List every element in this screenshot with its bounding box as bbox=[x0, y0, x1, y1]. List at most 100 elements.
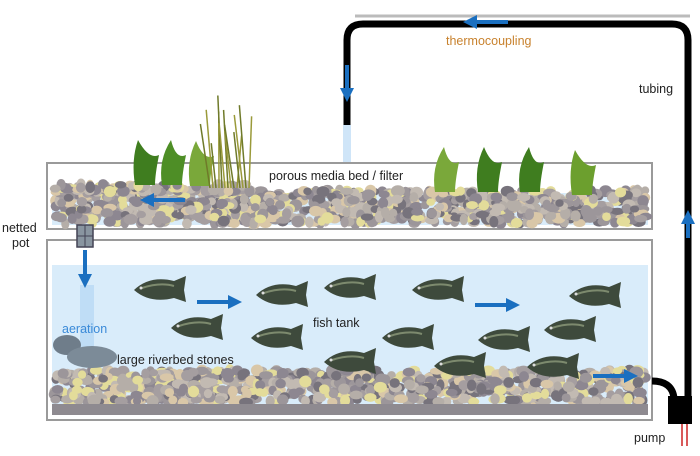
pebble bbox=[438, 190, 449, 198]
fish-icon bbox=[251, 324, 303, 350]
reed-plant bbox=[233, 131, 241, 189]
pebble bbox=[116, 383, 127, 393]
pebble bbox=[620, 379, 632, 387]
flow-arrow-icon bbox=[475, 298, 520, 312]
pebble bbox=[114, 181, 127, 189]
pebble bbox=[426, 198, 436, 206]
plant-icon bbox=[133, 140, 159, 185]
pebble bbox=[187, 385, 200, 398]
pebble bbox=[588, 193, 598, 204]
pebble bbox=[328, 389, 339, 399]
pebble bbox=[200, 377, 214, 389]
pebble bbox=[459, 213, 468, 226]
pebble bbox=[506, 192, 519, 201]
pebble bbox=[355, 378, 364, 387]
pebble bbox=[268, 205, 278, 216]
pebble bbox=[581, 396, 594, 406]
pebble bbox=[214, 395, 226, 404]
pebble bbox=[415, 385, 429, 394]
fish-icon bbox=[527, 353, 579, 379]
pebble bbox=[602, 212, 611, 222]
pebble bbox=[274, 200, 286, 210]
pebble bbox=[503, 377, 514, 388]
pebble bbox=[457, 393, 471, 404]
pebble bbox=[77, 370, 87, 379]
pebble bbox=[168, 395, 178, 405]
pebble bbox=[116, 375, 127, 385]
pebble bbox=[237, 372, 246, 381]
pebble bbox=[362, 192, 373, 202]
pebble bbox=[200, 183, 211, 195]
pebble bbox=[300, 395, 310, 407]
pebble bbox=[89, 366, 103, 375]
pebble bbox=[250, 203, 260, 212]
fish-icon bbox=[412, 276, 464, 302]
pebble bbox=[633, 396, 645, 405]
pebble bbox=[458, 380, 470, 391]
plant-icon bbox=[519, 147, 544, 192]
pebble bbox=[75, 182, 86, 193]
pebble bbox=[380, 206, 390, 219]
pebble bbox=[340, 187, 354, 195]
plants bbox=[133, 95, 596, 195]
reed-plant bbox=[233, 114, 244, 189]
pebble bbox=[84, 214, 99, 225]
pebble bbox=[491, 203, 506, 212]
pebble bbox=[152, 215, 163, 227]
pebble bbox=[561, 393, 571, 403]
pebble bbox=[550, 390, 561, 401]
pebble bbox=[623, 392, 633, 405]
pump-icon bbox=[668, 396, 692, 446]
pebble bbox=[141, 368, 150, 379]
pebble bbox=[51, 212, 65, 222]
fish-icon bbox=[434, 352, 486, 378]
pebble bbox=[347, 195, 360, 205]
pebble bbox=[466, 379, 477, 391]
pebble bbox=[339, 394, 351, 407]
pebble bbox=[291, 215, 305, 228]
pebble bbox=[114, 396, 128, 406]
pebble bbox=[445, 388, 458, 397]
fish-tank-label: fish tank bbox=[313, 316, 360, 330]
pebble bbox=[590, 396, 601, 406]
pebble bbox=[227, 385, 238, 398]
pebble bbox=[629, 205, 640, 213]
tubing-label: tubing bbox=[639, 82, 674, 96]
pebble bbox=[130, 196, 143, 207]
pebble bbox=[498, 365, 509, 378]
pebble bbox=[299, 375, 312, 388]
pebble bbox=[288, 388, 301, 400]
pebble bbox=[391, 194, 403, 204]
pebble bbox=[525, 208, 535, 220]
pebble bbox=[123, 213, 138, 225]
pebble bbox=[338, 383, 350, 395]
pebble bbox=[570, 210, 581, 222]
pebble bbox=[529, 391, 543, 400]
pebble bbox=[506, 199, 517, 211]
pebble bbox=[526, 218, 538, 229]
pebble bbox=[182, 218, 192, 229]
pebble bbox=[562, 381, 575, 393]
pebble bbox=[410, 214, 425, 222]
pebble bbox=[76, 196, 88, 207]
pebble bbox=[259, 201, 268, 211]
pebble bbox=[331, 370, 342, 381]
pebble bbox=[634, 214, 648, 223]
fish-icon bbox=[382, 324, 434, 350]
pebble bbox=[278, 193, 291, 202]
fish-icon bbox=[324, 348, 376, 374]
pebble bbox=[427, 208, 438, 219]
pebble bbox=[529, 377, 543, 388]
pebble bbox=[478, 200, 490, 211]
pebble bbox=[213, 366, 223, 376]
pebble bbox=[402, 207, 416, 219]
pebble bbox=[237, 180, 252, 189]
pebble bbox=[178, 383, 188, 394]
tank-outlet-pipe bbox=[651, 377, 678, 399]
plant-icon bbox=[434, 147, 459, 192]
pebble bbox=[545, 204, 560, 213]
pebble bbox=[560, 207, 571, 220]
pebble bbox=[630, 188, 642, 198]
pebble bbox=[407, 392, 420, 403]
flow-arrow-icon bbox=[78, 250, 92, 288]
